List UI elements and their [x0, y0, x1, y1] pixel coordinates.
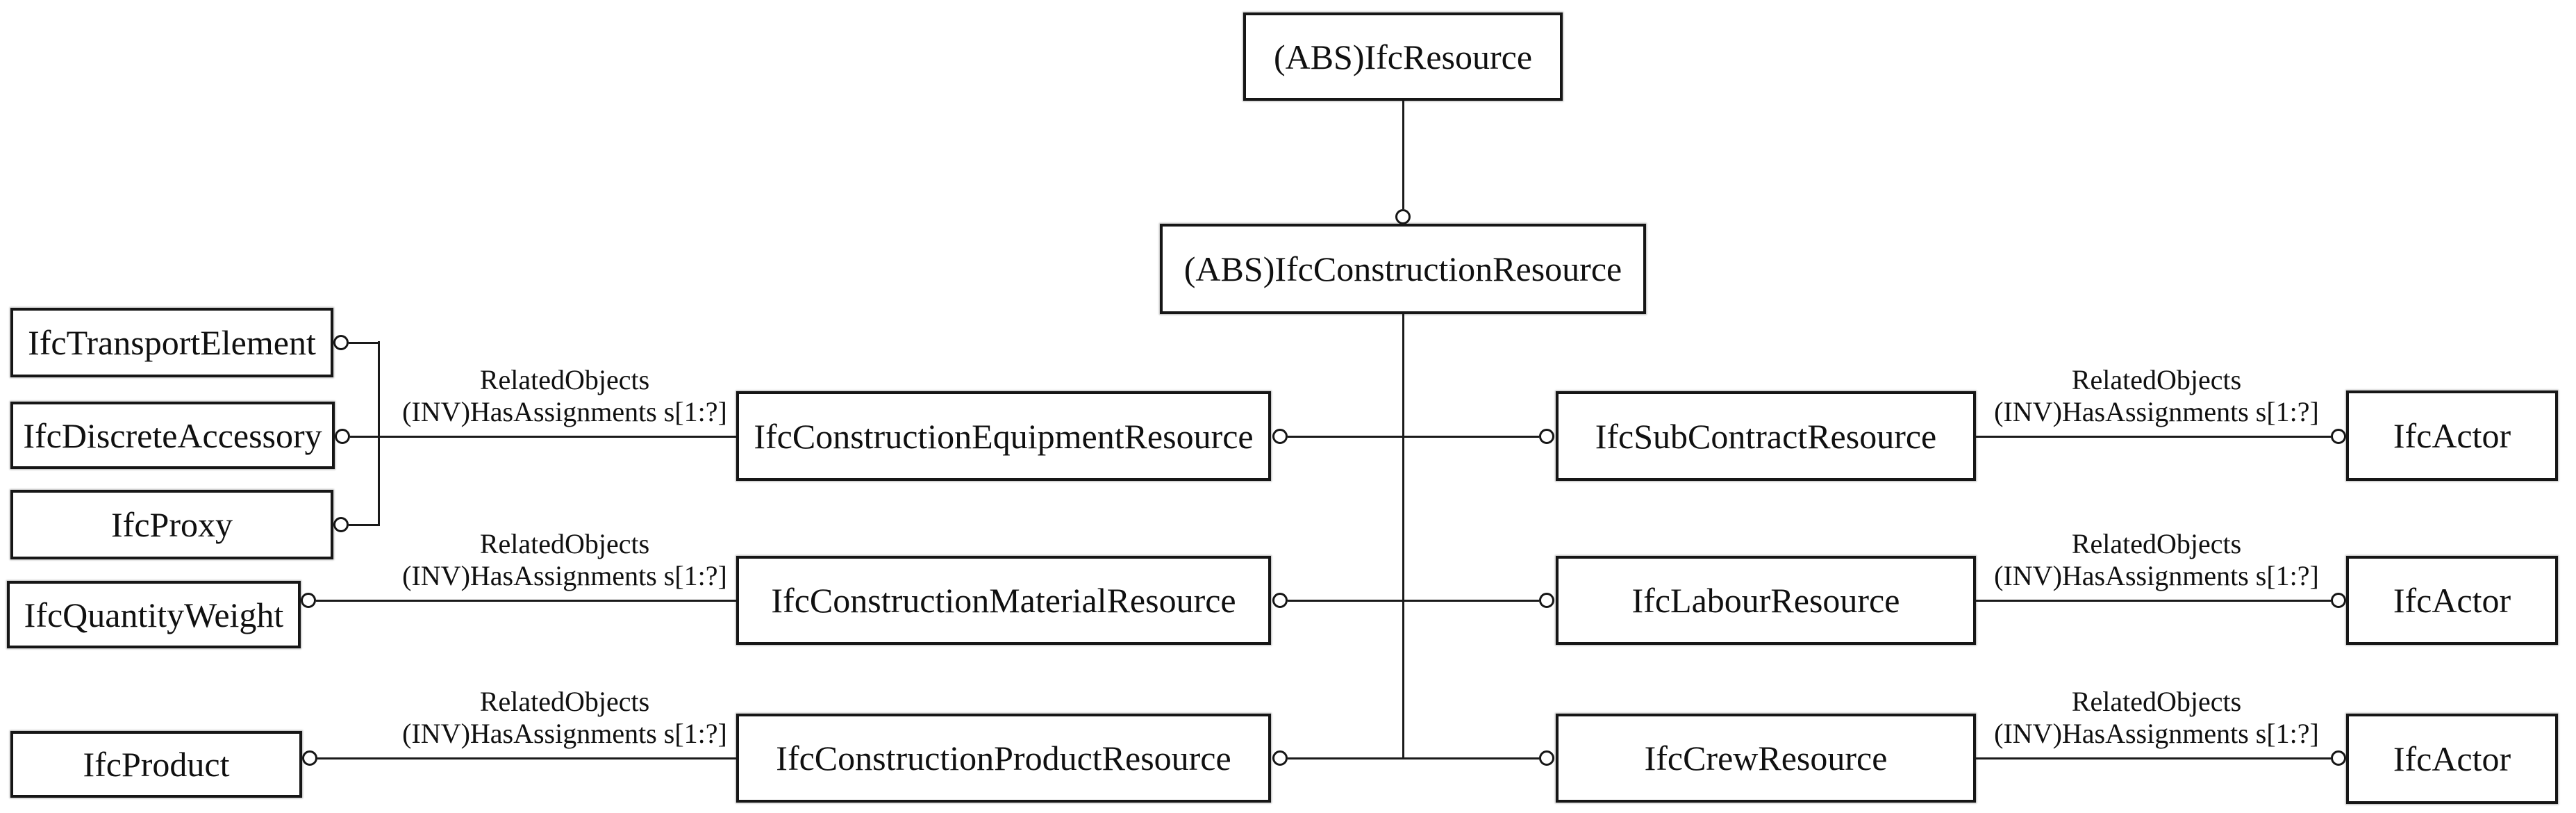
- node-ifc-construction-resource: (ABS)IfcConstructionResource: [1160, 224, 1646, 314]
- relationship-label-rel-right-rowB: RelatedObjects(INV)HasAssignments s[1:?]: [1994, 528, 2319, 592]
- node-ifc-discrete-accessory: IfcDiscreteAccessory: [10, 402, 335, 469]
- connector-line-rowB-actor-line: [1976, 599, 2331, 602]
- node-ifc-subcontract-resource: IfcSubContractResource: [1556, 391, 1976, 481]
- connector-circle-transport-right: [333, 335, 349, 350]
- node-ifc-product-label: IfcProduct: [83, 745, 230, 784]
- connector-circle-crew-left: [1539, 750, 1554, 766]
- connector-line-rowB-middle-line: [1288, 599, 1539, 602]
- relationship-label-rel-left-rowB-line2: (INV)HasAssignments s[1:?]: [402, 560, 727, 591]
- relationship-label-rel-right-rowC: RelatedObjects(INV)HasAssignments s[1:?]: [1994, 686, 2319, 750]
- node-ifc-actor-1-label: IfcActor: [2393, 416, 2511, 455]
- connector-line-rowA-middle-line: [1288, 435, 1539, 438]
- node-ifc-construction-product-resource-label: IfcConstructionProductResource: [776, 739, 1231, 778]
- node-ifc-product: IfcProduct: [10, 731, 302, 798]
- node-ifc-resource-label: (ABS)IfcResource: [1273, 37, 1533, 76]
- connector-line-rowC-left-line: [317, 757, 736, 759]
- node-ifc-construction-product-resource: IfcConstructionProductResource: [736, 714, 1271, 803]
- relationship-label-rel-left-rowB-line1: RelatedObjects: [479, 528, 650, 559]
- relationship-label-rel-left-rowC: RelatedObjects(INV)HasAssignments s[1:?]: [402, 686, 727, 750]
- node-ifc-proxy: IfcProxy: [10, 490, 333, 559]
- connector-circle-product-resource-right: [1272, 750, 1288, 766]
- node-ifc-discrete-accessory-label: IfcDiscreteAccessory: [23, 416, 322, 455]
- node-ifc-actor-1: IfcActor: [2346, 391, 2558, 481]
- relationship-label-rel-right-rowC-line2: (INV)HasAssignments s[1:?]: [1994, 718, 2319, 749]
- node-ifc-crew-resource-label: IfcCrewResource: [1644, 739, 1888, 778]
- relationship-label-rel-right-rowC-line1: RelatedObjects: [2071, 686, 2242, 717]
- relationship-label-rel-right-rowB-line1: RelatedObjects: [2071, 528, 2242, 559]
- connector-line-subtype-trunk: [1402, 314, 1404, 758]
- connector-line-rowA-actor-line: [1976, 435, 2331, 438]
- relationship-label-rel-right-rowA: RelatedObjects(INV)HasAssignments s[1:?]: [1994, 364, 2319, 428]
- connector-line-rowC-actor-line: [1976, 757, 2331, 759]
- relationship-label-rel-right-rowA-line1: RelatedObjects: [2071, 364, 2242, 395]
- connector-line-resource-to-circle: [1402, 101, 1404, 209]
- relationship-label-rel-left-rowA-line1: RelatedObjects: [479, 364, 650, 395]
- node-ifc-subcontract-resource-label: IfcSubContractResource: [1595, 416, 1937, 456]
- connector-line-rowB-left-line: [316, 599, 736, 602]
- node-ifc-labour-resource-label: IfcLabourResource: [1631, 581, 1900, 620]
- node-ifc-construction-equipment-resource-label: IfcConstructionEquipmentResource: [754, 416, 1254, 456]
- connector-circle-discrete-right: [335, 429, 350, 444]
- connector-line-transport-stub: [349, 341, 379, 344]
- node-ifc-quantity-weight-label: IfcQuantityWeight: [24, 595, 284, 634]
- node-ifc-proxy-label: IfcProxy: [111, 505, 233, 544]
- node-ifc-actor-2-label: IfcActor: [2393, 581, 2511, 620]
- connector-circle-construction-resource-top: [1395, 209, 1411, 224]
- connector-circle-actor3-left: [2331, 750, 2346, 766]
- node-ifc-construction-resource-label: (ABS)IfcConstructionResource: [1183, 249, 1622, 288]
- connector-circle-actor1-left: [2331, 429, 2346, 444]
- relationship-label-rel-left-rowB: RelatedObjects(INV)HasAssignments s[1:?]: [402, 528, 727, 592]
- connector-circle-proxy-right: [333, 517, 349, 532]
- node-ifc-construction-equipment-resource: IfcConstructionEquipmentResource: [736, 391, 1271, 481]
- connector-line-proxy-stub: [349, 523, 379, 526]
- connector-line-rowC-middle-line: [1288, 757, 1539, 759]
- relationship-label-rel-left-rowC-line1: RelatedObjects: [479, 686, 650, 717]
- relationship-label-rel-left-rowC-line2: (INV)HasAssignments s[1:?]: [402, 718, 727, 749]
- relationship-label-rel-right-rowA-line2: (INV)HasAssignments s[1:?]: [1994, 396, 2319, 427]
- connector-circle-product-right: [302, 750, 317, 766]
- connector-circle-equipment-right: [1272, 429, 1288, 444]
- connector-line-left-bracket: [377, 341, 380, 526]
- relationship-label-rel-left-rowA: RelatedObjects(INV)HasAssignments s[1:?]: [402, 364, 727, 428]
- node-ifc-resource: (ABS)IfcResource: [1243, 13, 1563, 101]
- connector-circle-actor2-left: [2331, 593, 2346, 608]
- node-ifc-transport-element-label: IfcTransportElement: [28, 323, 316, 362]
- node-ifc-transport-element: IfcTransportElement: [10, 308, 333, 377]
- connector-circle-material-right: [1272, 593, 1288, 608]
- node-ifc-actor-2: IfcActor: [2346, 556, 2558, 645]
- connector-circle-labour-left: [1539, 593, 1554, 608]
- connector-circle-subcontract-left: [1539, 429, 1554, 444]
- connector-circle-quantity-weight-right: [301, 593, 316, 608]
- node-ifc-actor-3-label: IfcActor: [2393, 739, 2511, 778]
- node-ifc-quantity-weight: IfcQuantityWeight: [7, 581, 301, 648]
- node-ifc-construction-material-resource: IfcConstructionMaterialResource: [736, 556, 1271, 645]
- node-ifc-labour-resource: IfcLabourResource: [1556, 556, 1976, 645]
- relationship-label-rel-right-rowB-line2: (INV)HasAssignments s[1:?]: [1994, 560, 2319, 591]
- connector-line-rowA-left-line: [350, 435, 736, 438]
- node-ifc-crew-resource: IfcCrewResource: [1556, 714, 1976, 803]
- relationship-label-rel-left-rowA-line2: (INV)HasAssignments s[1:?]: [402, 396, 727, 427]
- node-ifc-construction-material-resource-label: IfcConstructionMaterialResource: [771, 581, 1236, 620]
- node-ifc-actor-3: IfcActor: [2346, 714, 2558, 804]
